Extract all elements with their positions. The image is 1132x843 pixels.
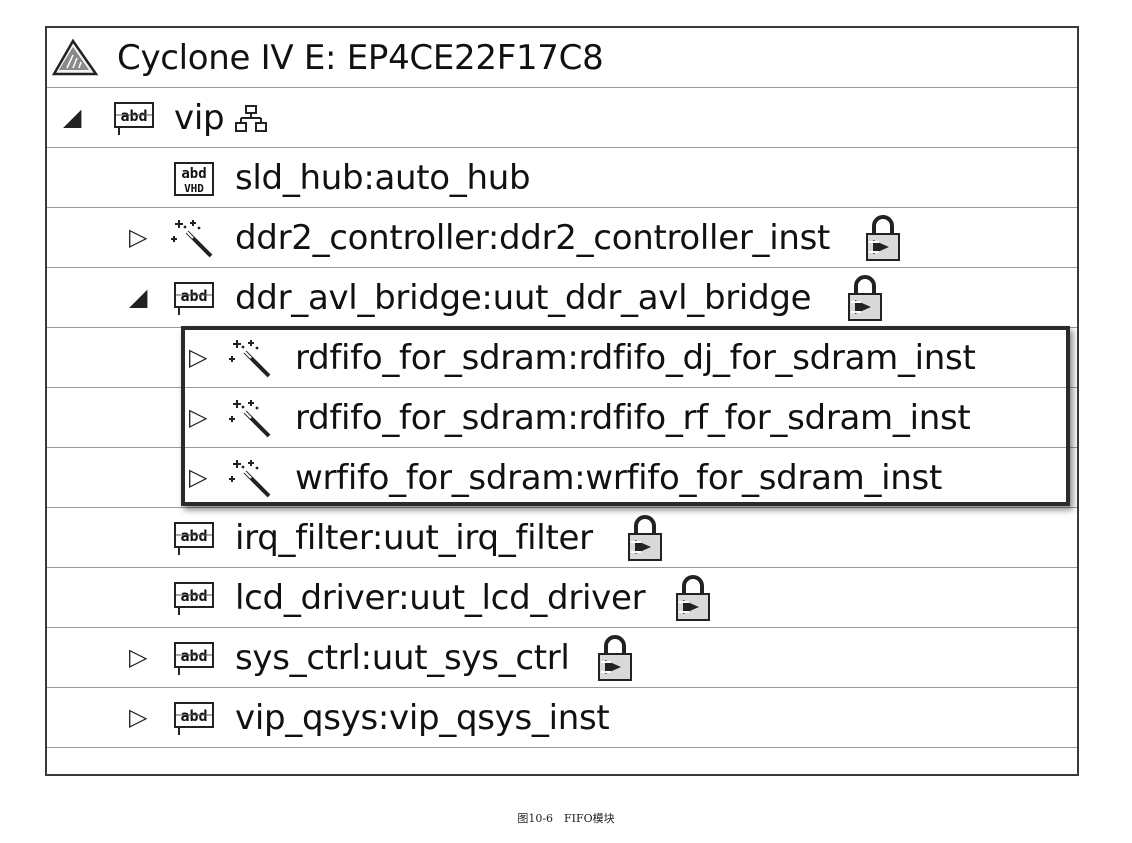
abd-vhd-icon — [173, 161, 215, 197]
expand-arrow-icon[interactable]: ▷ — [189, 463, 208, 491]
expand-arrow-icon[interactable]: ▷ — [189, 343, 208, 371]
node-label: rdfifo_for_sdram:rdfifo_dj_for_sdram_ins… — [295, 338, 976, 378]
abd-icon — [113, 101, 155, 137]
expand-arrow-icon[interactable]: ▷ — [129, 703, 148, 731]
lock-icon — [595, 632, 635, 682]
node-label: irq_filter:uut_irq_filter — [235, 518, 593, 558]
lock-icon — [845, 272, 885, 322]
lock-icon — [863, 212, 903, 262]
abd-icon — [173, 701, 215, 737]
device-warning-icon — [51, 38, 99, 76]
tree-row-irq-filter[interactable]: irq_filter:uut_irq_filter — [47, 508, 1077, 568]
tree-row-vip[interactable]: ◢ vip — [47, 88, 1077, 148]
node-label: sld_hub:auto_hub — [235, 158, 531, 198]
tree-row-wrfifo[interactable]: ▷ wrfifo_for_sdram:wrfifo_for_sdram_inst — [47, 448, 1077, 508]
tree-row-ddr-avl-bridge[interactable]: ◢ ddr_avl_bridge:uut_ddr_avl_bridge — [47, 268, 1077, 328]
megawizard-icon — [229, 398, 273, 438]
tree-row-vip-qsys[interactable]: ▷ vip_qsys:vip_qsys_inst — [47, 688, 1077, 748]
expand-arrow-icon[interactable]: ▷ — [129, 643, 148, 671]
device-label: Cyclone IV E: EP4CE22F17C8 — [117, 38, 604, 78]
node-label: lcd_driver:uut_lcd_driver — [235, 578, 646, 618]
node-label: sys_ctrl:uut_sys_ctrl — [235, 638, 570, 678]
tree-row-ddr2-controller[interactable]: ▷ ddr2_controller:ddr2_controller_inst — [47, 208, 1077, 268]
megawizard-icon — [229, 338, 273, 378]
expand-arrow-icon[interactable]: ▷ — [189, 403, 208, 431]
node-label: ddr_avl_bridge:uut_ddr_avl_bridge — [235, 278, 812, 318]
node-label: rdfifo_for_sdram:rdfifo_rf_for_sdram_ins… — [295, 398, 971, 438]
megawizard-icon — [171, 218, 215, 258]
collapse-arrow-icon[interactable]: ◢ — [129, 283, 148, 311]
tree-row-sld-hub[interactable]: sld_hub:auto_hub — [47, 148, 1077, 208]
abd-icon — [173, 281, 215, 317]
tree-row-sys-ctrl[interactable]: ▷ sys_ctrl:uut_sys_ctrl — [47, 628, 1077, 688]
figure-caption: 图10-6 FIFO模块 — [517, 812, 615, 825]
tree-row-lcd-driver[interactable]: lcd_driver:uut_lcd_driver — [47, 568, 1077, 628]
hierarchy-icon — [235, 105, 267, 132]
expand-arrow-icon[interactable]: ▷ — [129, 223, 148, 251]
tree-row-device[interactable]: Cyclone IV E: EP4CE22F17C8 — [47, 28, 1077, 88]
abd-icon — [173, 641, 215, 677]
node-label: vip — [174, 98, 225, 138]
megawizard-icon — [229, 458, 273, 498]
tree-row-rdfifo-rf[interactable]: ▷ rdfifo_for_sdram:rdfifo_rf_for_sdram_i… — [47, 388, 1077, 448]
collapse-arrow-icon[interactable]: ◢ — [63, 103, 82, 131]
lock-icon — [625, 512, 665, 562]
project-hierarchy-panel: Cyclone IV E: EP4CE22F17C8 ◢ vip sld_hub… — [45, 26, 1079, 776]
tree-row-rdfifo-dj[interactable]: ▷ rdfifo_for_sdram:rdfifo_dj_for_sdram_i… — [47, 328, 1077, 388]
node-label: wrfifo_for_sdram:wrfifo_for_sdram_inst — [295, 458, 943, 498]
node-label: vip_qsys:vip_qsys_inst — [235, 698, 610, 738]
node-label: ddr2_controller:ddr2_controller_inst — [235, 218, 831, 258]
lock-icon — [673, 572, 713, 622]
abd-icon — [173, 581, 215, 617]
abd-icon — [173, 521, 215, 557]
